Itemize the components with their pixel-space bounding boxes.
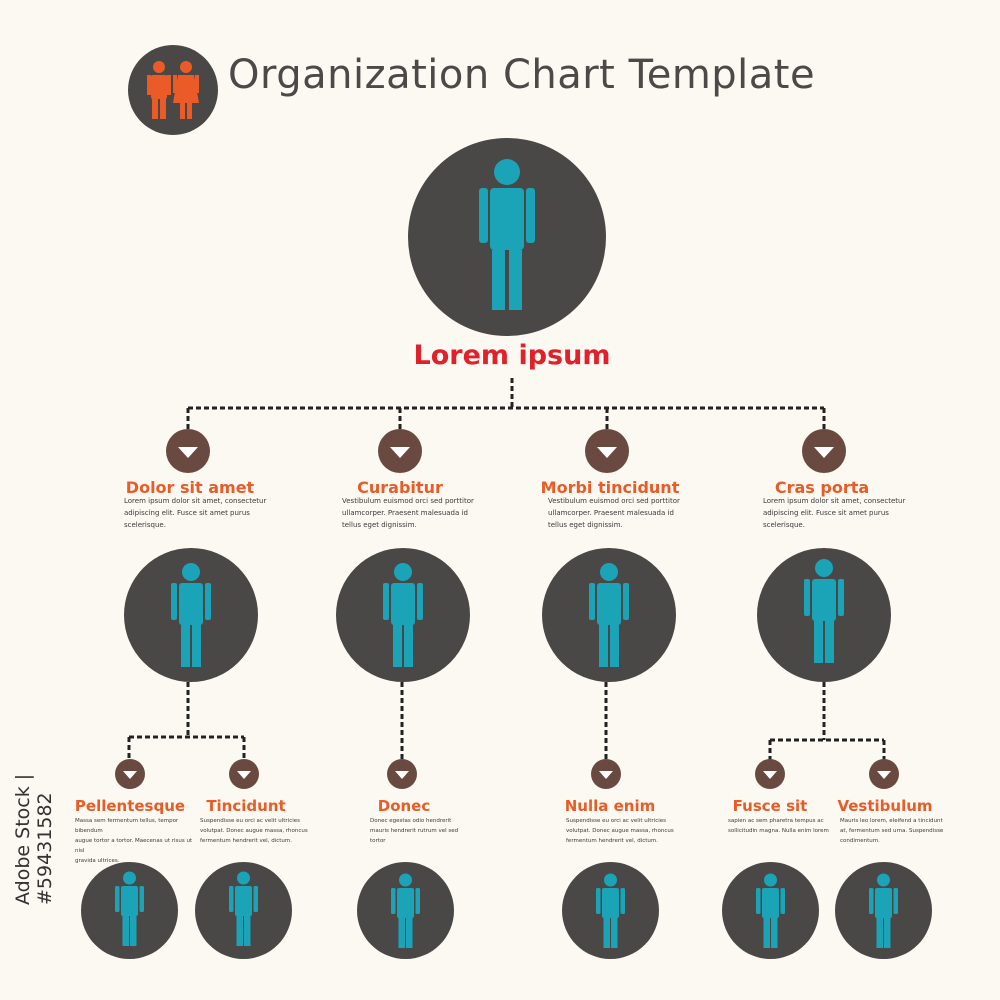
level2-title: Donec <box>377 797 431 815</box>
down-arrow-icon <box>869 759 899 789</box>
person-icon <box>596 873 625 948</box>
root-label: Lorem ipsum <box>413 340 611 371</box>
person-icon <box>229 871 258 946</box>
level1-title: Morbi tincidunt <box>540 478 680 497</box>
level2-title: Vestibulum <box>837 797 933 815</box>
level1-node <box>542 548 676 682</box>
down-arrow-icon <box>229 759 259 789</box>
level2-title: Tincidunt <box>206 797 286 815</box>
stock-watermark: Adobe Stock | #59431582 <box>12 773 56 905</box>
person-icon <box>171 563 211 667</box>
level2-node <box>835 862 932 959</box>
down-arrow-icon <box>755 759 785 789</box>
level2-node <box>357 862 454 959</box>
down-arrow-icon <box>378 429 422 473</box>
level2-title: Fusce sit <box>732 797 808 815</box>
arrow-node-4 <box>802 429 846 473</box>
down-arrow-icon <box>115 759 145 789</box>
level2-desc: Massa sem fermentum tellus, tempor biben… <box>75 818 193 864</box>
arrow-node-l2 <box>755 759 785 789</box>
person-icon <box>589 563 629 667</box>
arrow-node-l2 <box>387 759 417 789</box>
down-arrow-icon <box>166 429 210 473</box>
arrow-node-l2 <box>229 759 259 789</box>
arrow-node-l2 <box>591 759 621 789</box>
level1-title: Curabitur <box>357 478 443 497</box>
person-icon <box>804 559 844 663</box>
level2-node <box>722 862 819 959</box>
person-icon <box>115 871 144 946</box>
arrow-node-l2 <box>115 759 145 789</box>
arrow-node-2 <box>378 429 422 473</box>
page-title: Organization Chart Template <box>228 52 816 98</box>
down-arrow-icon <box>585 429 629 473</box>
level1-node <box>124 548 258 682</box>
person-icon <box>479 159 535 310</box>
level2-node <box>195 862 292 959</box>
arrow-node-3 <box>585 429 629 473</box>
arrow-node-1 <box>166 429 210 473</box>
level1-title: Dolor sit amet <box>125 478 255 497</box>
level1-title: Cras porta <box>774 478 870 497</box>
level1-node <box>757 548 891 682</box>
root-node <box>408 138 606 336</box>
down-arrow-icon <box>387 759 417 789</box>
level2-node <box>81 862 178 959</box>
down-arrow-icon <box>802 429 846 473</box>
arrow-node-l2 <box>869 759 899 789</box>
level2-node <box>562 862 659 959</box>
level1-node <box>336 548 470 682</box>
person-icon <box>869 873 898 948</box>
couple-icon <box>147 61 199 119</box>
down-arrow-icon <box>591 759 621 789</box>
level2-title: Pellentesque <box>74 797 186 815</box>
level2-title: Nulla enim <box>564 797 656 815</box>
person-icon <box>391 873 420 948</box>
logo-circle <box>128 45 218 135</box>
person-icon <box>756 873 785 948</box>
person-icon <box>383 563 423 667</box>
